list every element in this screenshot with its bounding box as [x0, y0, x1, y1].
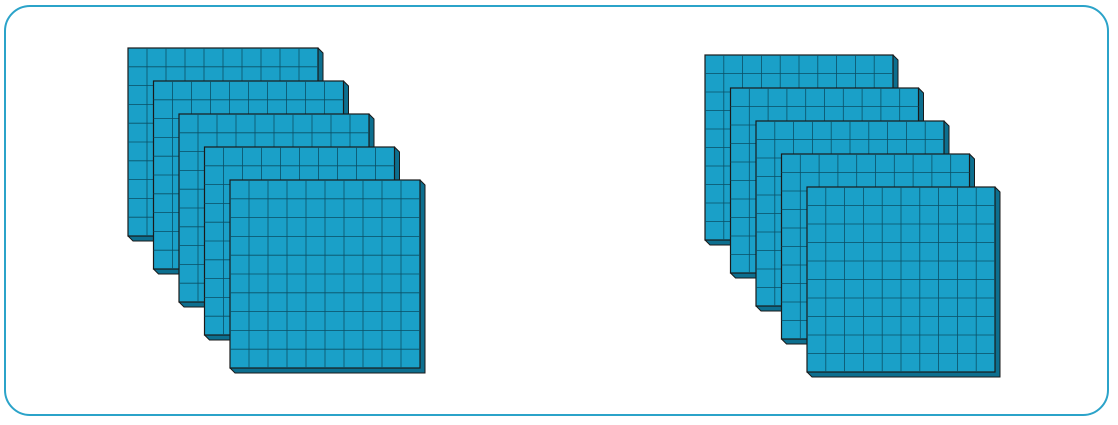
- right-plate-stack: [705, 55, 1000, 377]
- plate: [807, 187, 1000, 377]
- left-plate-stack: [128, 48, 425, 373]
- plate: [230, 180, 425, 373]
